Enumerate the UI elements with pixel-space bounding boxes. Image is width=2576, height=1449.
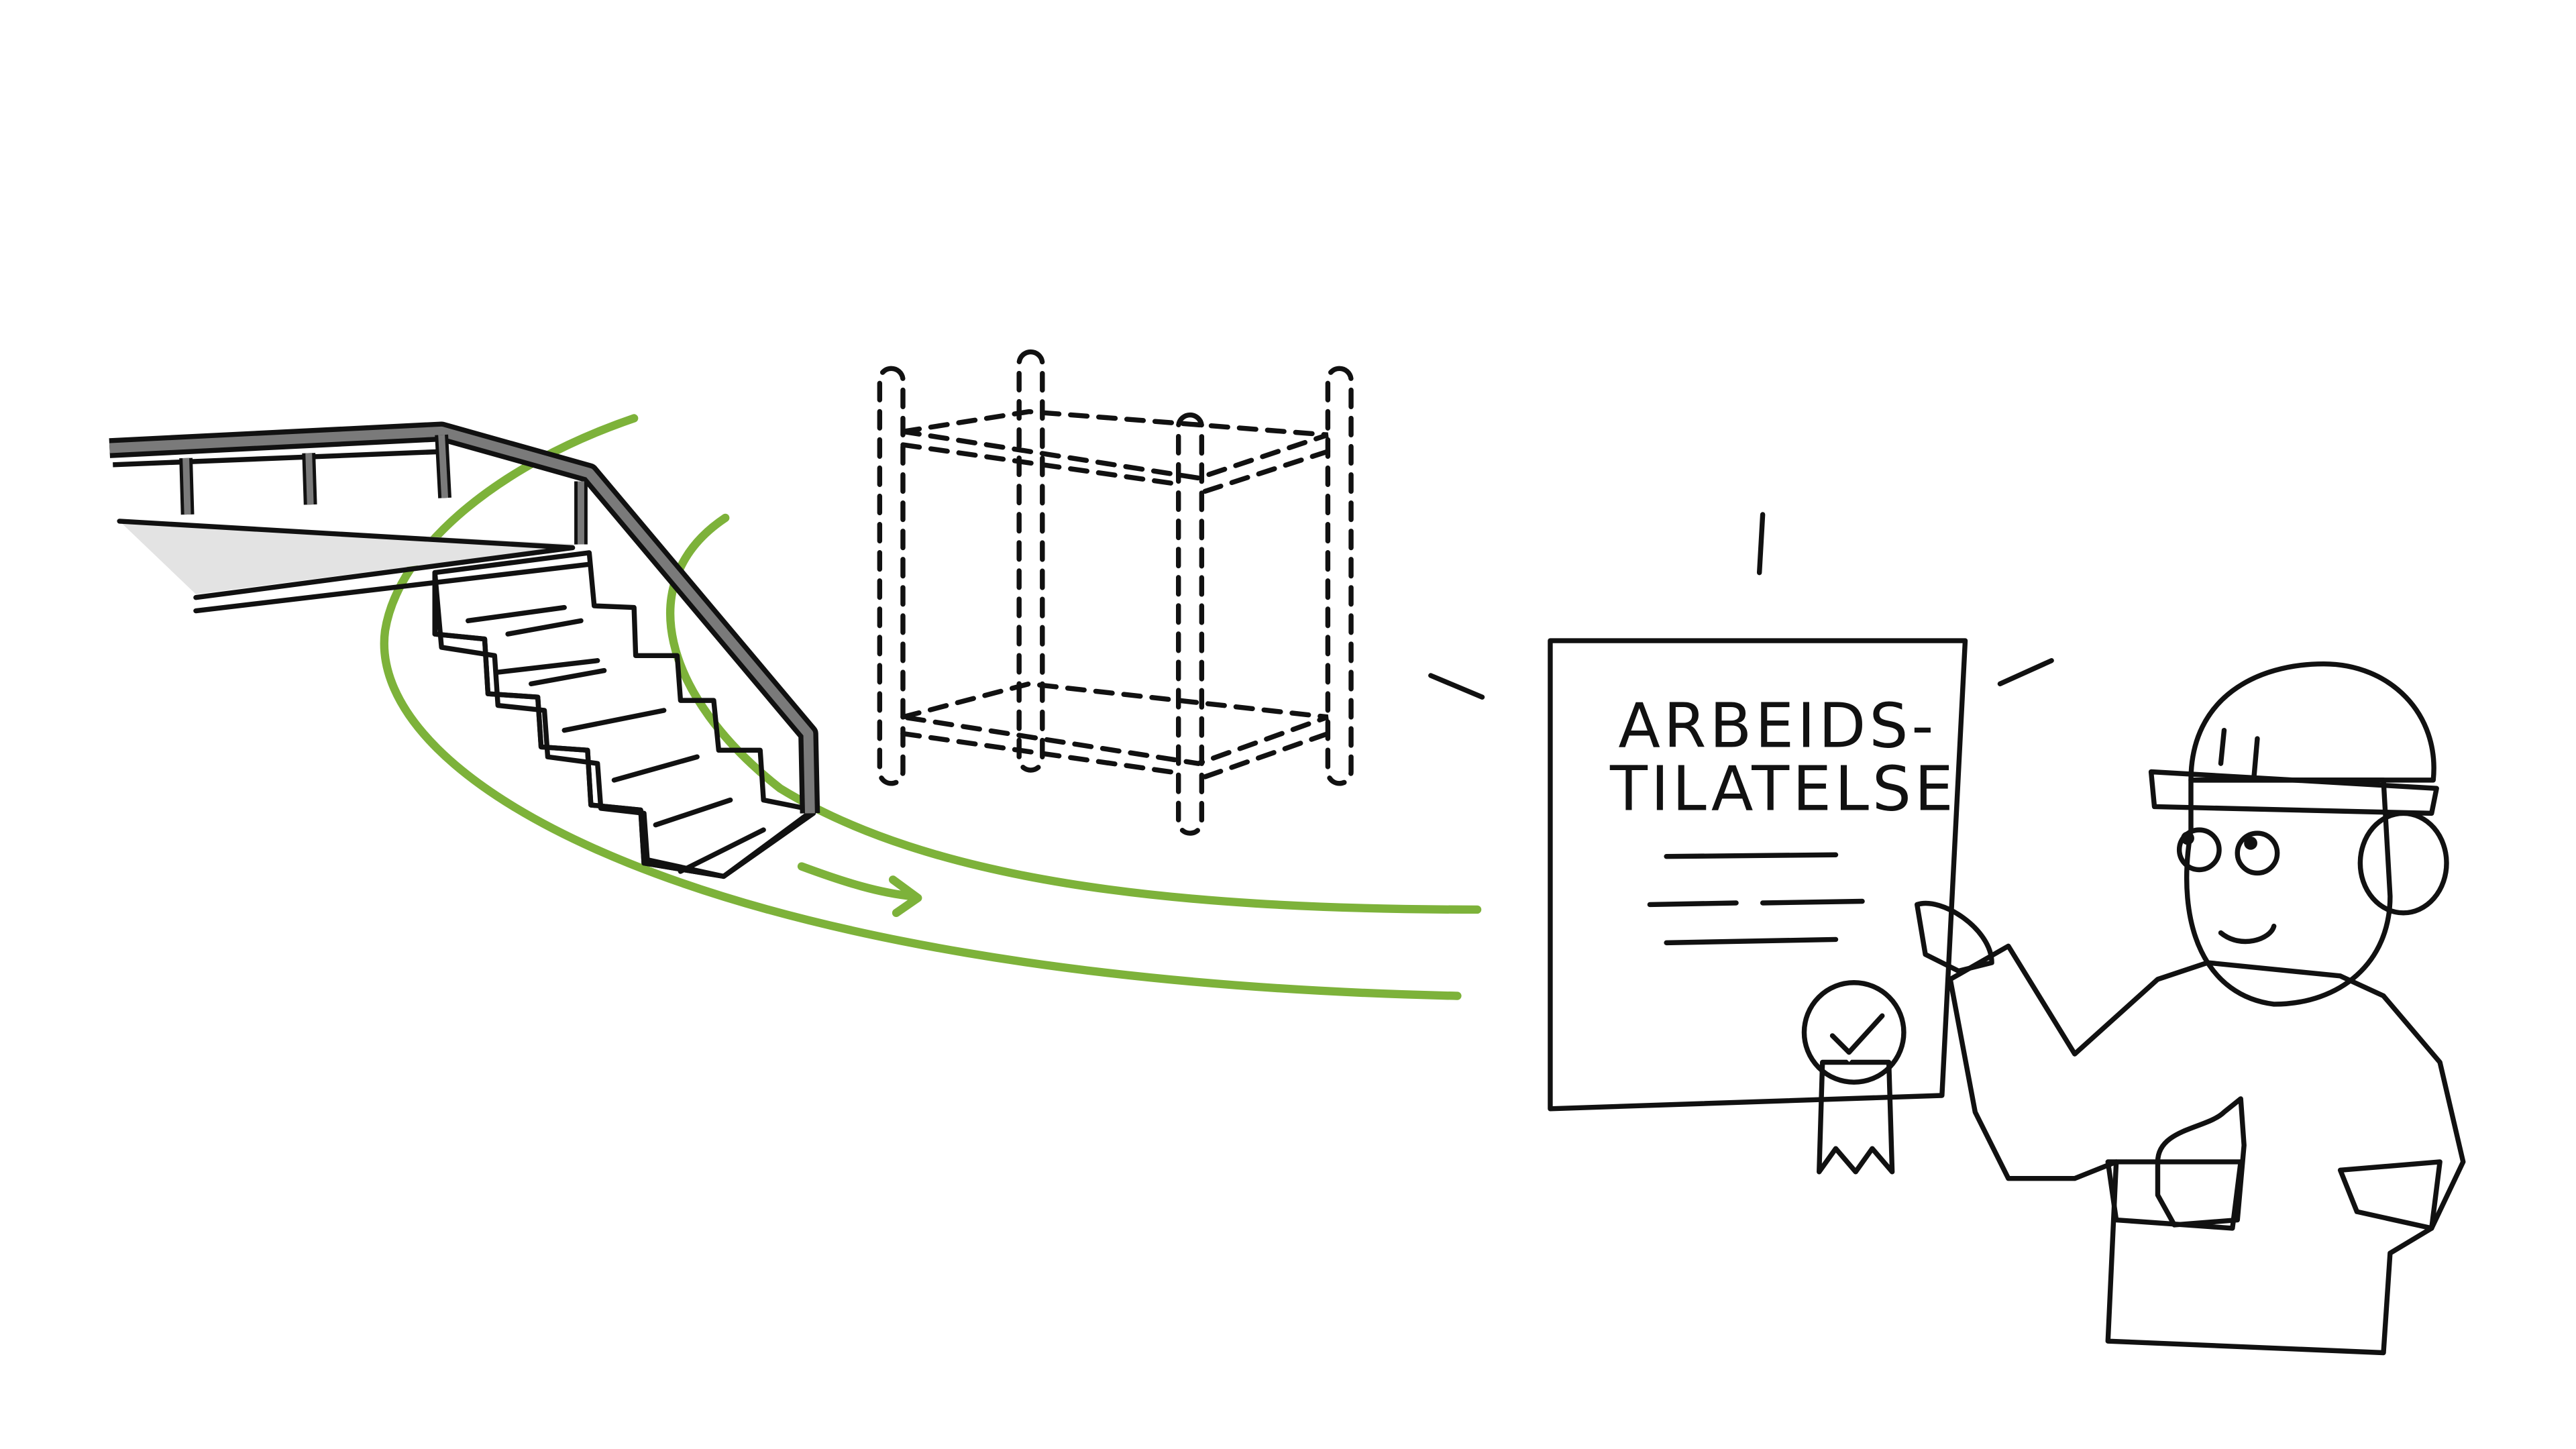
- work-permit-document: ARBEIDS- TILATELSE: [1548, 638, 1968, 1175]
- shelf-outline-icon: [877, 349, 1354, 836]
- document-title-line2: TILATELSE: [1609, 753, 1957, 824]
- motion-curves: [380, 414, 1482, 1000]
- earmuff-icon: [2357, 810, 2449, 916]
- emphasis-lines: [1428, 512, 2054, 700]
- worker-character: [1915, 661, 2466, 1356]
- staircase-icon: [109, 421, 820, 879]
- approval-seal-icon: [1801, 980, 1907, 1175]
- document-title-line1: ARBEIDS-: [1618, 690, 1937, 761]
